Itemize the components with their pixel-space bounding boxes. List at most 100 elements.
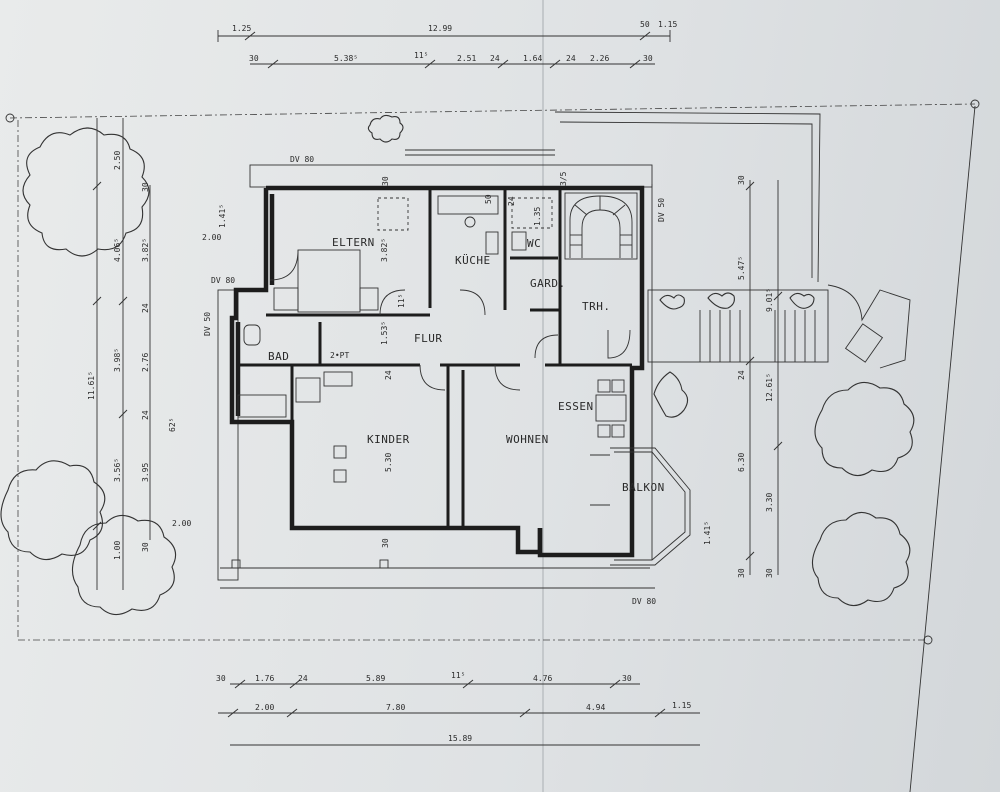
dim-bot-r589: 5.89: [366, 674, 385, 683]
svg-text:24: 24: [507, 196, 516, 206]
dim-bot-total: 15.89: [448, 734, 472, 743]
boundary-point: [5, 113, 15, 123]
svg-text:30: 30: [141, 542, 150, 552]
dimension-ticks: [92, 31, 783, 718]
dim-top-r251: 2.51: [457, 54, 476, 63]
dim-top-r11: 11⁵: [414, 51, 428, 60]
room-label-kinder: KINDER: [367, 433, 410, 446]
dim-bot-m200: 2.00: [255, 703, 274, 712]
label-dv80-bottom: DV 80: [632, 597, 656, 606]
room-label-trh: TRH.: [582, 300, 611, 313]
dim-top-r24a: 24: [490, 54, 500, 63]
roof-overhang-top: [249, 164, 653, 188]
stair-box: [564, 192, 638, 260]
svg-text:2.76: 2.76: [141, 353, 150, 372]
terrace-outline: [554, 111, 821, 283]
svg-text:1.53⁵: 1.53⁵: [380, 321, 389, 345]
svg-text:50: 50: [484, 194, 493, 204]
exterior-wall-bottom: [537, 528, 610, 558]
stair-spiral: [569, 195, 633, 258]
dim-top-r30a: 30: [249, 54, 259, 63]
svg-text:62⁵: 62⁵: [168, 418, 177, 432]
dim-bot-m780: 7.80: [386, 703, 405, 712]
svg-text:3.82⁵: 3.82⁵: [380, 238, 389, 262]
dim-bot-m115: 1.15: [672, 701, 691, 710]
trees: [0, 114, 915, 616]
wall-kinder-wohnen: [446, 365, 465, 528]
svg-text:12.61⁵: 12.61⁵: [765, 373, 774, 402]
stair-step: [612, 204, 626, 216]
svg-text:30: 30: [765, 568, 774, 578]
svg-text:5.30: 5.30: [384, 453, 393, 472]
exterior-wall-left-bottom: [229, 188, 543, 555]
svg-text:11⁵: 11⁵: [397, 294, 406, 308]
svg-text:11.61⁵: 11.61⁵: [87, 371, 96, 400]
dim-top-r164: 1.64: [523, 54, 542, 63]
label-dv50-right: DV 50: [657, 198, 666, 222]
label-dv80-top: DV 80: [290, 155, 314, 164]
dimension-lines: [96, 30, 779, 746]
stair-step: [574, 204, 588, 216]
dim-bot-r30b: 30: [622, 674, 632, 683]
dim-bot-m494: 4.94: [586, 703, 605, 712]
svg-text:3.98⁵: 3.98⁵: [113, 348, 122, 372]
stair-spiral-inner: [581, 209, 621, 258]
wall-gard: [530, 308, 562, 365]
room-label-wc: WC: [527, 237, 541, 250]
svg-text:24: 24: [141, 303, 150, 313]
label-dv80-left: DV 80: [211, 276, 235, 285]
svg-text:6.30: 6.30: [737, 453, 746, 472]
svg-text:30: 30: [381, 176, 390, 186]
svg-text:3/5: 3/5: [559, 171, 568, 186]
room-label-essen: ESSEN: [558, 400, 594, 413]
roof-overhang-left: [217, 289, 239, 581]
room-label-kueche: KÜCHE: [455, 254, 491, 267]
property-line-right: [909, 105, 976, 792]
dim-bot-r30a: 30: [216, 674, 226, 683]
balkon-outline: [610, 447, 691, 566]
svg-text:1.41⁵: 1.41⁵: [218, 204, 227, 228]
dim-bot-r11: 11⁵: [451, 671, 465, 680]
dim-top-r30b: 30: [643, 54, 653, 63]
svg-text:2.50: 2.50: [113, 151, 122, 170]
room-label-flur: FLUR: [414, 332, 443, 345]
dim-bot-r476: 4.76: [533, 674, 552, 683]
svg-text:30: 30: [737, 175, 746, 185]
dim-top-d2: 50: [640, 20, 650, 29]
dim-left-l200: 2.00: [202, 233, 221, 242]
svg-text:1.41⁵: 1.41⁵: [703, 521, 712, 545]
label-pt: 2•PT: [330, 351, 349, 360]
dims-left: 11.61⁵ 2.50 30 4.06⁵ 3.82⁵ 24 3.98⁵ 2.76…: [87, 151, 227, 560]
svg-text:30: 30: [381, 538, 390, 548]
door-swings: [269, 249, 631, 391]
svg-text:1.35: 1.35: [533, 207, 542, 226]
terrace-outline-inner: [559, 121, 813, 278]
svg-text:3.56⁵: 3.56⁵: [113, 458, 122, 482]
room-label-bad: BAD: [268, 350, 289, 363]
svg-text:5.47⁵: 5.47⁵: [737, 256, 746, 280]
bushes: [653, 292, 815, 418]
svg-text:3.82⁵: 3.82⁵: [141, 238, 150, 262]
svg-text:24: 24: [737, 370, 746, 380]
room-label-eltern: ELTERN: [332, 236, 375, 249]
exterior-wall-top-right: [266, 185, 645, 558]
dim-top-r538: 5.38⁵: [334, 54, 358, 63]
dims-inner: 3.82⁵ 1.53⁵ 11⁵ 5.30 24 30 30 50 24 1.35…: [380, 171, 568, 548]
svg-text:24: 24: [384, 370, 393, 380]
svg-text:24: 24: [141, 410, 150, 420]
svg-text:3.95: 3.95: [141, 463, 150, 482]
room-label-wohnen: WOHNEN: [506, 433, 549, 446]
room-label-balkon: BALKON: [622, 481, 665, 494]
boundary-point: [923, 635, 933, 645]
dim-top-d3: 1.15: [658, 20, 677, 29]
dim-top-total: 12.99: [428, 24, 452, 33]
dim-left-l200b: 2.00: [172, 519, 191, 528]
dim-top-r24b: 24: [566, 54, 576, 63]
exterior-stair: [647, 284, 911, 369]
svg-text:1.00: 1.00: [113, 541, 122, 560]
svg-text:9.01⁵: 9.01⁵: [765, 288, 774, 312]
label-dv50-left: DV 50: [203, 312, 212, 336]
balkon-outline-inner: [614, 451, 686, 561]
